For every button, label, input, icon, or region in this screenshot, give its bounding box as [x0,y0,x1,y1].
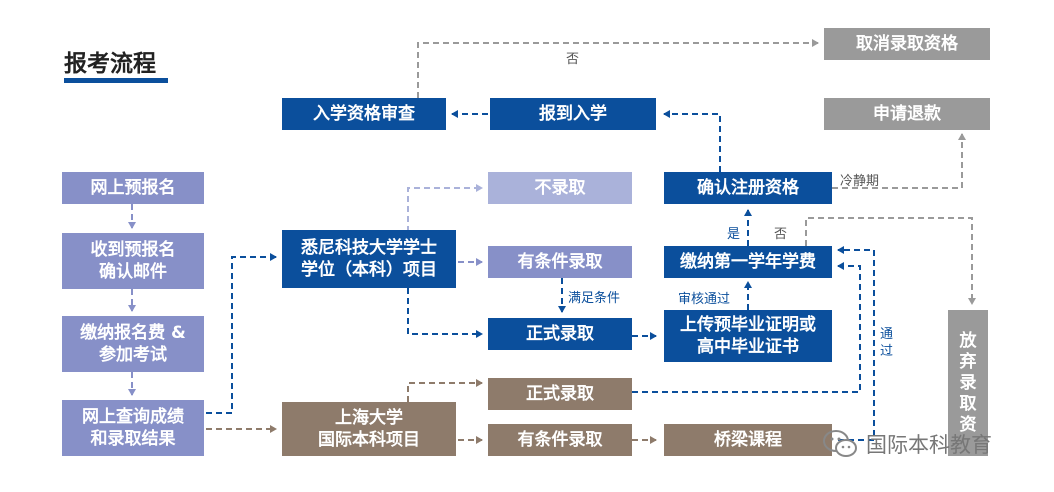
node-not-admitted: 不录取 [488,172,632,204]
node-pay-first-year-tuition: 缴纳第一学年学费 [664,246,832,278]
node-uts-program: 悉尼科技大学学士 学位（本科）项目 [282,230,456,288]
edge-review-cancel [417,39,819,98]
label-no-top: 否 [566,52,580,67]
node-confirm-registration: 确认注册资格 [664,172,832,204]
label-passed: 通 过 [880,327,894,359]
label-yes: 是 [727,227,741,242]
node-conditional-admission-uts: 有条件录取 [488,246,632,278]
node-report-enrollment: 报到入学 [490,98,656,130]
label-meet-conditions: 满足条件 [568,291,621,306]
edge-confirm-report [663,110,721,172]
label-no-mid: 否 [774,227,788,242]
edge-uts-formal [407,288,483,338]
edge-bridge-tuition [837,246,875,441]
edge-shu-formal [407,379,483,402]
watermark-text: 国际本科教育 [866,433,992,457]
node-online-pre-registration: 网上预报名 [62,172,204,204]
node-formal-admission-uts: 正式录取 [488,318,632,350]
edge-uts-notadmit [407,184,483,232]
watermark: 国际本科教育 [822,428,992,460]
edge-shuformal-tuition [632,262,861,393]
node-shu-program: 上海大学 国际本科项目 [282,402,456,456]
node-formal-admission-shu: 正式录取 [488,378,632,410]
edge-tuition-giveup [805,217,976,305]
node-receive-confirmation-email: 收到预报名 确认邮件 [62,233,204,289]
label-cooling-period: 冷静期 [840,174,880,189]
edge-confirm-refund [832,133,966,189]
node-apply-refund: 申请退款 [824,98,990,130]
edge-check-uts [206,253,277,414]
node-check-results: 网上查询成绩 和录取结果 [62,400,204,456]
node-conditional-admission-shu: 有条件录取 [488,424,632,456]
node-cancel-admission: 取消录取资格 [824,28,990,60]
page-title: 报考流程 [64,51,156,77]
node-qualification-review: 入学资格审查 [282,98,446,130]
node-pay-fee-and-exam: 缴纳报名费 & 参加考试 [62,316,204,372]
node-bridge-course: 桥梁课程 [664,424,832,456]
label-review-passed: 审核通过 [678,292,731,307]
wechat-icon [822,428,858,460]
title-underline [64,78,168,83]
node-give-up-admission: 放 弃 录 取 资 [948,310,988,456]
node-upload-certificate: 上传预毕业证明或 高中毕业证书 [664,310,832,362]
